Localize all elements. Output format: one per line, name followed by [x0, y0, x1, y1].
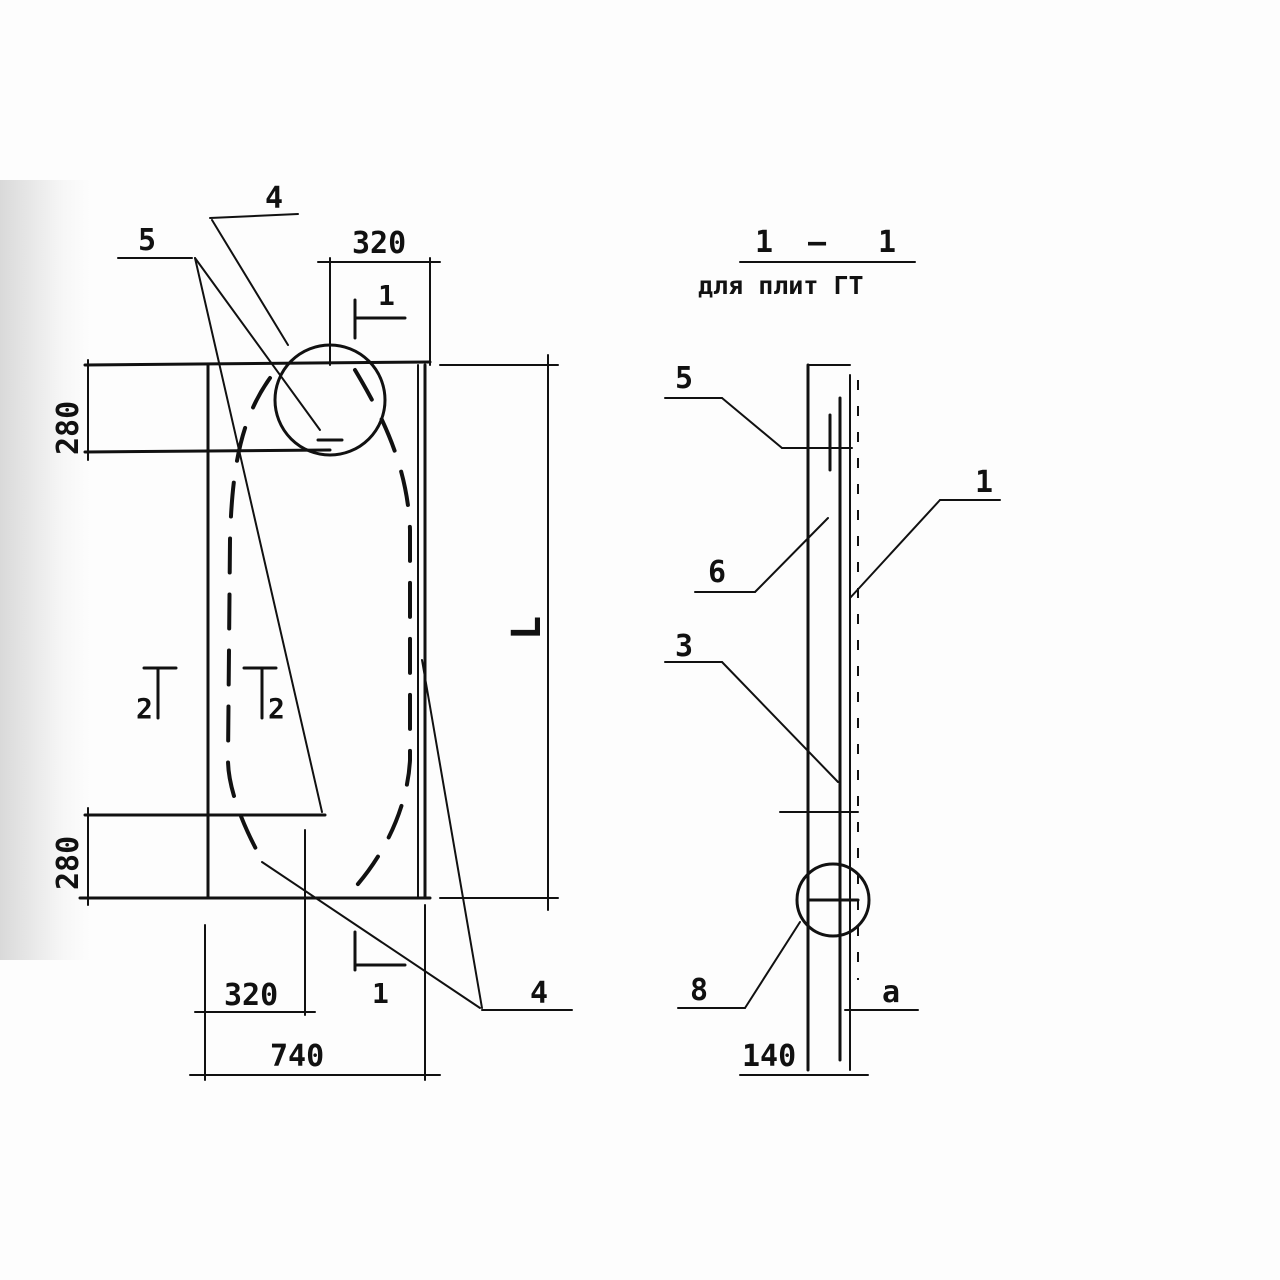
leader-4-top-shelf [209, 213, 299, 219]
section-view: 1 — 1 для плит ГТ 5 1 [664, 225, 1001, 1076]
plan-view: 5 4 4 1 1 2 2 320 2 [51, 181, 573, 1081]
section-1-bottom-label: 1 [372, 977, 389, 1010]
dim-320-bottom: 320 [224, 978, 278, 1013]
dim-a: a [882, 975, 900, 1010]
section-2-left-label: 2 [136, 692, 153, 725]
scan-shading [0, 180, 90, 960]
dim-280-bottom: 280 [51, 836, 86, 890]
leader-5-arm-a [194, 257, 321, 431]
section-leader-6-arm [754, 517, 829, 593]
dim-740: 740 [270, 1039, 324, 1074]
dim-length-L: L [504, 616, 550, 640]
leader-5-label: 5 [138, 223, 156, 258]
detail-circle-top [273, 343, 387, 457]
section-subtitle: для плит ГТ [698, 271, 864, 300]
loop-contour-right [348, 368, 412, 895]
detail-circle-8 [795, 862, 871, 938]
leader-4-top-arm [211, 219, 289, 346]
section-leader-5-arm [721, 397, 783, 449]
ext-line-280-top [83, 448, 332, 454]
leader-4-top-label: 4 [265, 181, 283, 216]
leader-4-bottom-label: 4 [530, 976, 548, 1011]
dim-280-top: 280 [51, 401, 86, 455]
dim-140: 140 [742, 1039, 796, 1074]
section-title-right: 1 [878, 225, 896, 260]
section-2-right-label: 2 [268, 692, 285, 725]
dim-320-top: 320 [352, 226, 406, 261]
leader-4-bottom-arm-b [421, 659, 483, 1009]
section-title-dash: — [808, 225, 827, 260]
section-1-top-label: 1 [378, 279, 395, 312]
section-leader-8-label: 8 [690, 973, 708, 1008]
section-leader-3-arm [721, 661, 839, 783]
loop-contour-left [225, 376, 272, 862]
section-leader-1-label: 1 [975, 465, 993, 500]
section-leader-8-arm [744, 921, 801, 1009]
section-leader-3-label: 3 [675, 629, 693, 664]
leader-5-arm-b [194, 257, 323, 813]
section-leader-5-label: 5 [675, 361, 693, 396]
leader-4-bottom-arm-a [261, 861, 481, 1009]
section-leader-6-label: 6 [708, 555, 726, 590]
section-title-left: 1 [755, 225, 773, 260]
slab-top-edge [83, 360, 432, 367]
section-leader-1-arm [849, 499, 941, 599]
